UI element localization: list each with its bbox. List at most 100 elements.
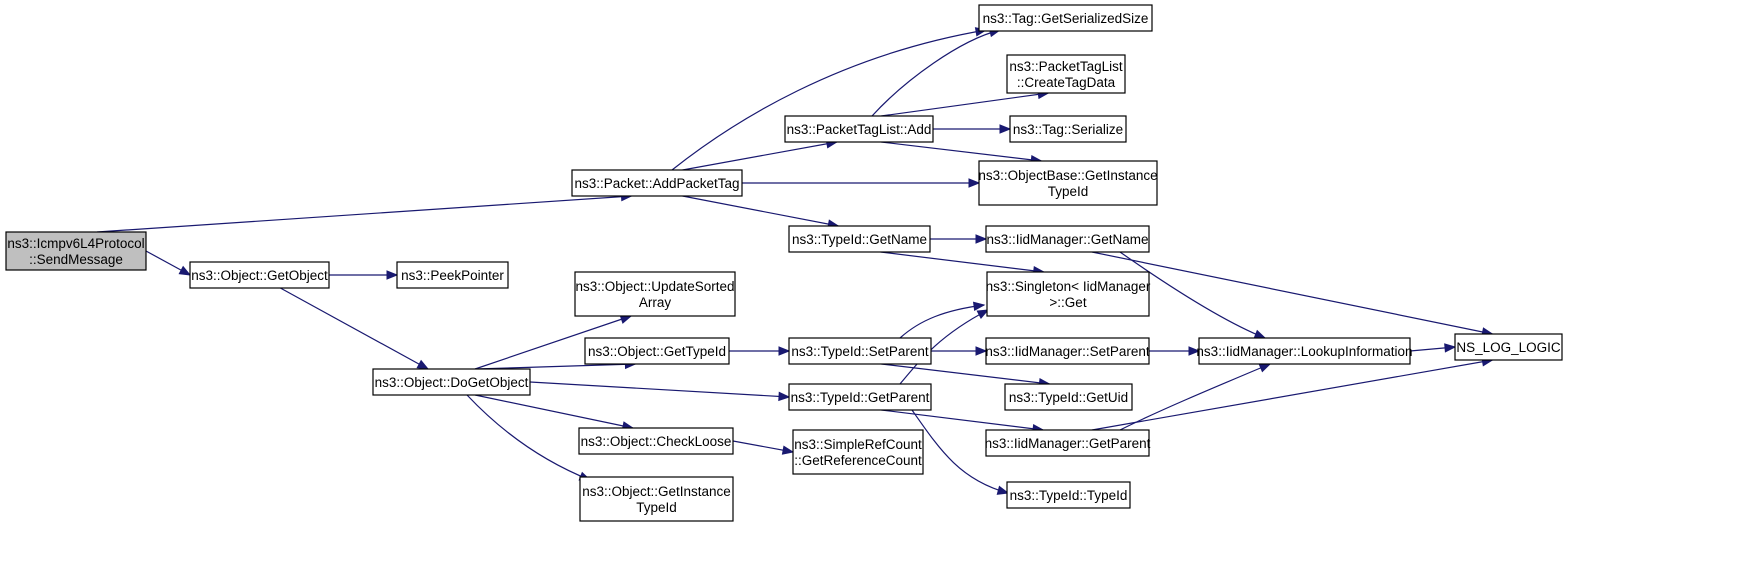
edge-doget-to-getpar	[529, 381, 791, 402]
edge-line	[682, 195, 839, 227]
node-box	[396, 261, 509, 289]
graph-node-create[interactable]: ns3::PacketTagList::CreateTagData	[1006, 54, 1126, 94]
graph-node-addtag[interactable]: ns3::Packet::AddPacketTag	[571, 169, 743, 197]
node-label: ns3::PacketTagList::Add	[787, 122, 932, 137]
edge-line	[1119, 363, 1271, 431]
graph-node-doget[interactable]: ns3::Object::DoGetObject	[372, 368, 531, 396]
edge-gettid-to-setpar	[729, 346, 791, 356]
graph-node-setpar[interactable]: ns3::TypeId::SetParent	[788, 337, 932, 365]
node-label: ns3::TypeId::TypeId	[1010, 488, 1128, 503]
edge-line	[1091, 251, 1493, 335]
graph-node-gettid[interactable]: ns3::Object::GetTypeId	[584, 337, 730, 365]
graph-node-getobj[interactable]: ns3::Object::GetObject	[189, 261, 330, 289]
graph-node-tagsize[interactable]: ns3::Tag::GetSerializedSize	[978, 4, 1153, 32]
graph-node-ctor[interactable]: ns3::TypeId::TypeId	[1006, 481, 1131, 509]
graph-node-single[interactable]: ns3::Singleton< IidManager>::Get	[986, 271, 1151, 317]
edge-line	[881, 409, 1044, 431]
edge-line	[280, 287, 429, 370]
edge-line	[911, 409, 1009, 494]
node-box	[978, 4, 1153, 32]
node-label: >::Get	[1049, 295, 1086, 310]
node-box	[1006, 54, 1126, 94]
arrow-head-icon	[968, 178, 981, 188]
node-label: ns3::Tag::GetSerializedSize	[983, 11, 1149, 26]
node-box	[574, 271, 736, 317]
graph-node-tgname[interactable]: ns3::TypeId::GetName	[788, 225, 931, 253]
graph-node-ptladd[interactable]: ns3::PacketTagList::Add	[784, 115, 934, 143]
node-label: ns3::Object::UpdateSorted	[575, 279, 734, 294]
edge-send-to-getobj	[145, 250, 192, 276]
edge-line	[474, 394, 634, 429]
edge-line	[529, 381, 790, 398]
edge-check-to-refcnt	[732, 440, 795, 455]
arrow-head-icon	[1258, 363, 1272, 373]
edge-line	[475, 363, 636, 370]
graph-node-refcnt[interactable]: ns3::SimpleRefCount::GetReferenceCount	[792, 429, 924, 475]
node-label: ns3::IidManager::SetParent	[985, 344, 1150, 359]
node-label: ns3::Object::GetTypeId	[588, 344, 726, 359]
graph-node-nslog[interactable]: NS_LOG_LOGIC	[1454, 333, 1563, 361]
arrow-head-icon	[781, 445, 795, 455]
edge-getobj-to-doget	[280, 287, 430, 370]
node-box	[792, 429, 924, 475]
graph-node-lookup[interactable]: ns3::IidManager::LookupInformation	[1196, 337, 1413, 365]
edge-line	[682, 141, 837, 171]
edge-lookup-to-nslog	[1409, 343, 1457, 353]
node-box	[571, 169, 743, 197]
edge-doget-to-update	[474, 314, 633, 370]
node-box	[985, 429, 1150, 457]
node-label: ns3::IidManager::GetName	[986, 232, 1148, 247]
node-box	[1009, 115, 1127, 143]
node-label: NS_LOG_LOGIC	[1456, 340, 1561, 355]
graph-node-iidname[interactable]: ns3::IidManager::GetName	[985, 225, 1150, 253]
graph-node-iidset[interactable]: ns3::IidManager::SetParent	[985, 337, 1150, 365]
edge-setpar-to-iidset	[931, 346, 988, 356]
node-box	[784, 115, 934, 143]
node-box	[584, 337, 730, 365]
edge-iidname-to-nslog	[1091, 251, 1494, 337]
node-label: ns3::SimpleRefCount	[794, 437, 922, 452]
graph-node-getuid[interactable]: ns3::TypeId::GetUid	[1004, 383, 1133, 411]
arrow-head-icon	[1188, 346, 1201, 356]
graph-node-check[interactable]: ns3::Object::CheckLoose	[578, 427, 734, 455]
node-label: ns3::PeekPointer	[401, 268, 504, 283]
edge-getpar-to-iidgetp	[881, 409, 1045, 434]
node-label: ns3::TypeId::GetUid	[1009, 390, 1128, 405]
edge-line	[880, 251, 1044, 273]
edge-setpar-to-single	[899, 301, 986, 339]
graph-node-iidgetp[interactable]: ns3::IidManager::GetParent	[985, 429, 1151, 457]
nodes-layer: ns3::Icmpv6L4Protocol::SendMessagens3::O…	[5, 4, 1563, 522]
edge-line	[474, 315, 632, 370]
node-label: ns3::Packet::AddPacketTag	[574, 176, 739, 191]
graph-node-send[interactable]: ns3::Icmpv6L4Protocol::SendMessage	[5, 231, 147, 271]
graph-node-peek[interactable]: ns3::PeekPointer	[396, 261, 509, 289]
node-box	[978, 160, 1158, 206]
graph-node-tagser[interactable]: ns3::Tag::Serialize	[1009, 115, 1127, 143]
node-box	[1198, 337, 1411, 365]
edge-send-to-addtag	[96, 191, 633, 233]
node-box	[1454, 333, 1563, 361]
edge-line	[671, 29, 987, 171]
edge-iidgetp-to-lookup	[1119, 363, 1272, 431]
edge-tgname-to-single	[880, 251, 1046, 276]
arrow-head-icon	[178, 265, 192, 276]
edge-ptladd-to-tagser	[933, 124, 1012, 134]
edge-line	[881, 141, 1042, 162]
graph-node-getpar[interactable]: ns3::TypeId::GetParent	[788, 383, 932, 411]
edges-layer	[96, 27, 1494, 495]
edge-line	[881, 92, 1049, 117]
node-label: ::SendMessage	[29, 252, 123, 267]
node-box	[579, 476, 734, 522]
edge-getobj-to-peek	[329, 270, 399, 280]
node-label: ns3::IidManager::LookupInformation	[1196, 344, 1412, 359]
node-label: ns3::Object::GetObject	[191, 268, 328, 283]
node-box	[372, 368, 531, 396]
node-box	[985, 337, 1150, 365]
node-label: ns3::TypeId::SetParent	[791, 344, 929, 359]
node-label: ns3::Object::GetInstance	[582, 484, 731, 499]
edge-line	[96, 195, 632, 233]
arrow-head-icon	[386, 270, 399, 280]
